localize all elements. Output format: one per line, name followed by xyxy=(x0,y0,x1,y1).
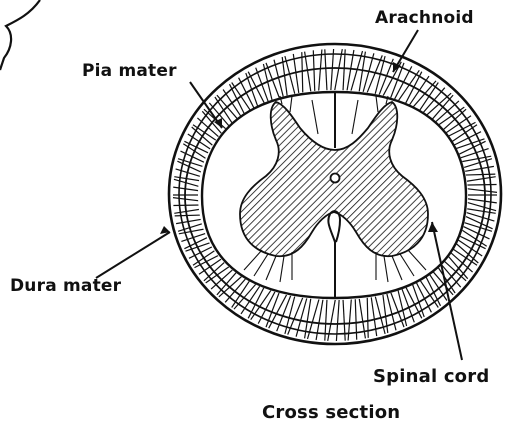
trabecula-strand xyxy=(331,49,334,91)
trabecula-strand xyxy=(325,49,327,91)
trabecula-strand xyxy=(293,54,299,95)
dura-mater-pointer xyxy=(96,232,170,278)
spinal-cord-label: Spinal cord xyxy=(373,366,489,387)
pia-mater-label: Pia mater xyxy=(82,61,177,81)
caption-label: Cross section xyxy=(262,402,400,423)
trabecula-strand xyxy=(343,49,345,91)
trabecula-strand xyxy=(462,185,496,186)
dura-mater-label: Dura mater xyxy=(10,276,121,296)
upper-contour-line xyxy=(0,0,40,70)
trabecula-strand xyxy=(319,50,322,92)
trabecula-strand xyxy=(302,52,303,94)
trabecula-strand xyxy=(305,52,311,93)
trabecula-strand xyxy=(313,50,315,92)
central-canal xyxy=(331,174,340,183)
arachnoid-label: Arachnoid xyxy=(375,8,474,28)
trabecula-strand xyxy=(335,49,343,91)
trabecula-strand xyxy=(274,60,284,100)
trabecula-strand xyxy=(463,188,497,192)
